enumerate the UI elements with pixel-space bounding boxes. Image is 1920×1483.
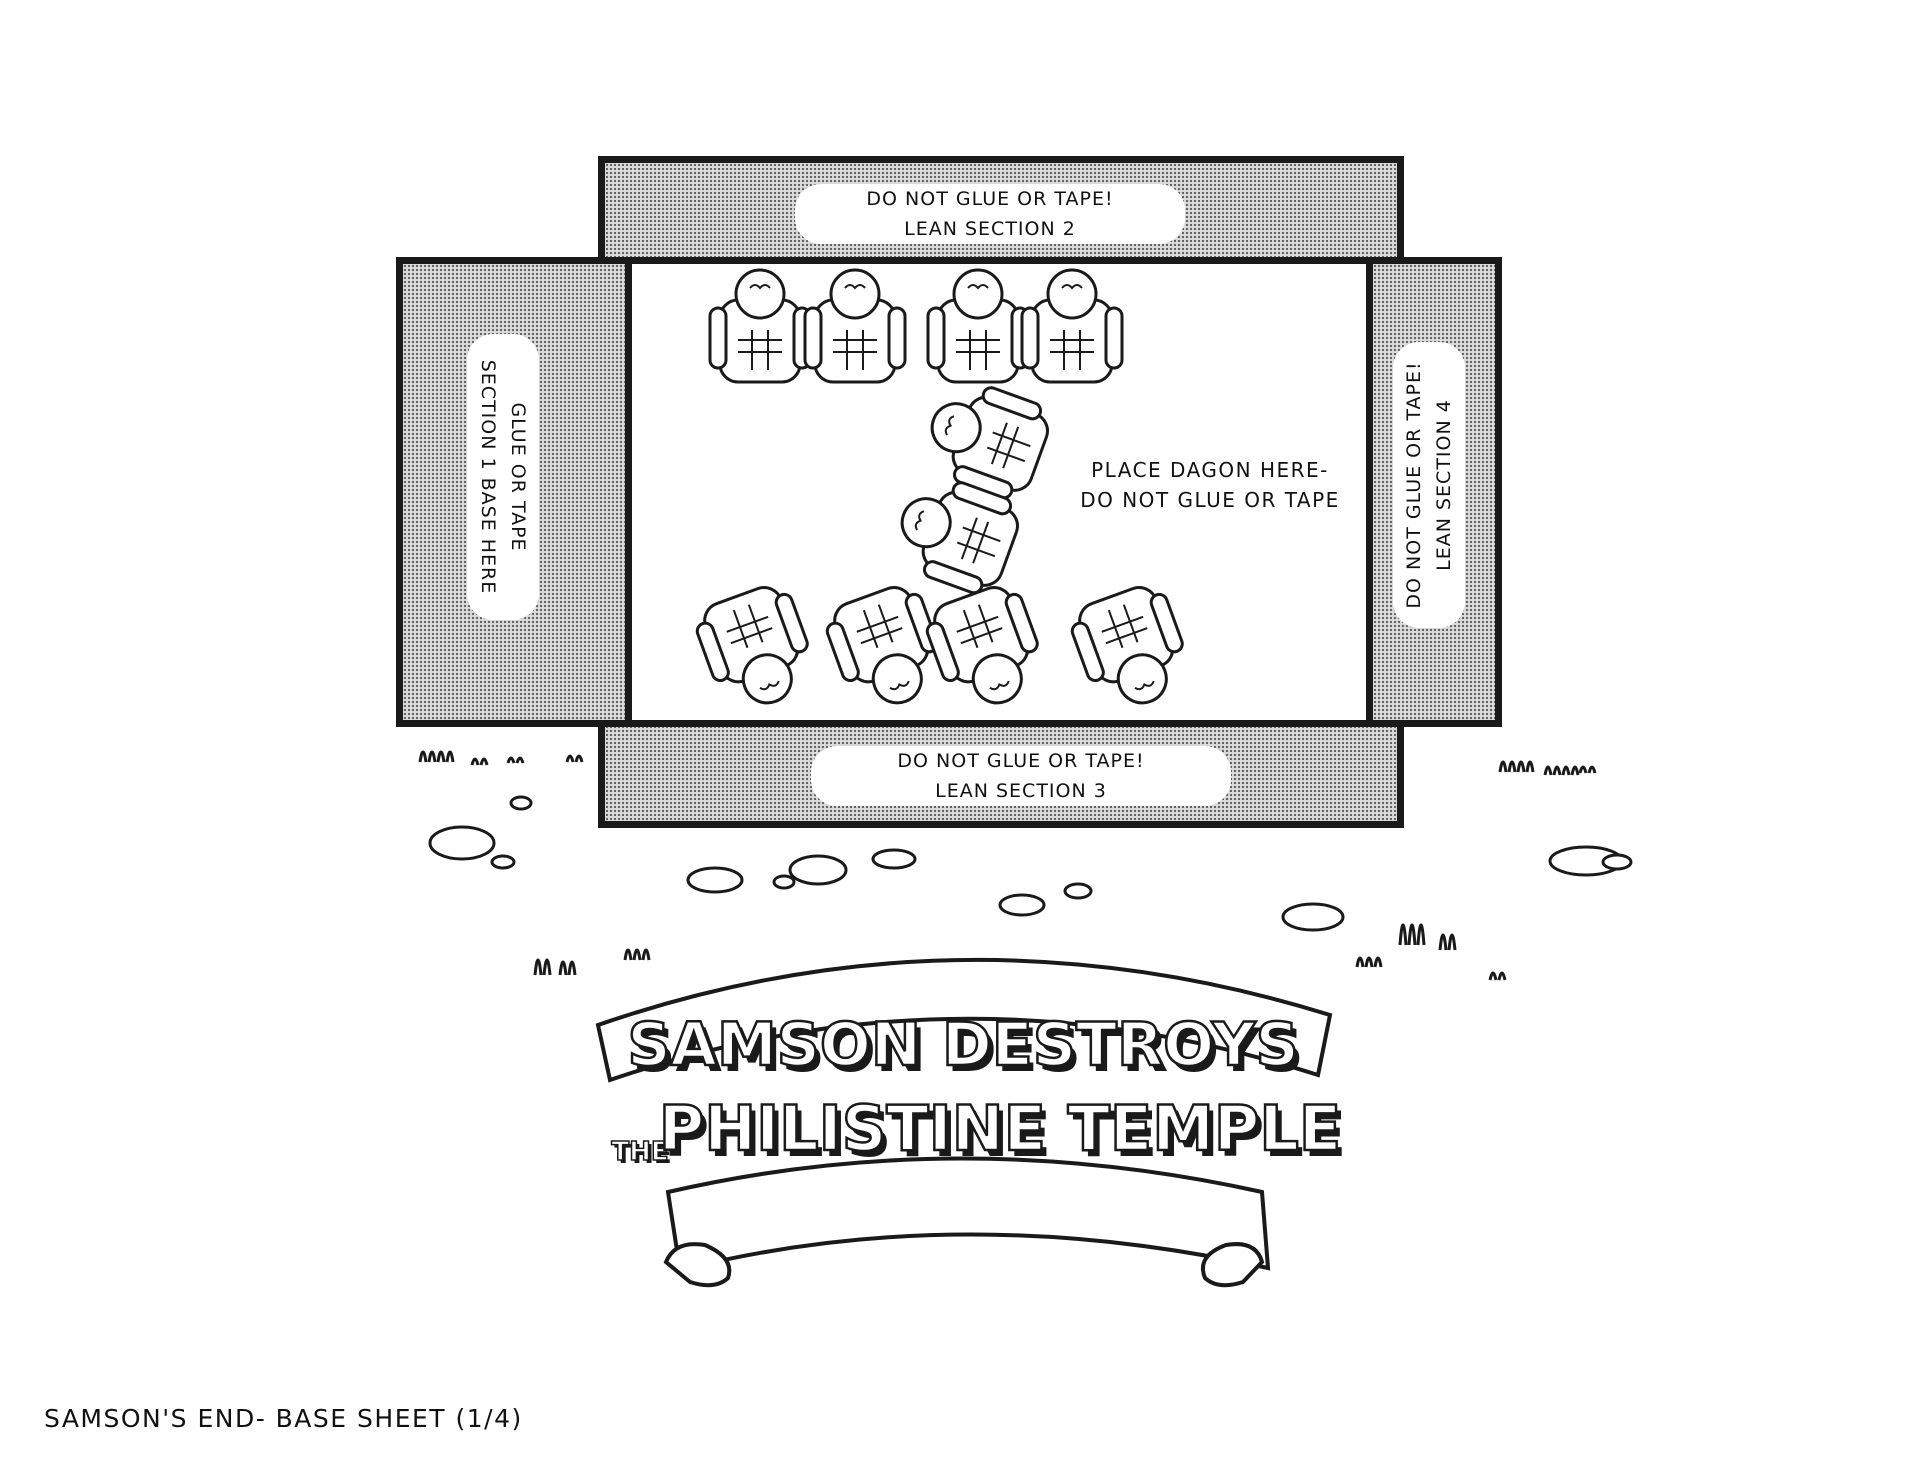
banner-line2: PHILISTINE TEMPLE (659, 1092, 1341, 1165)
right-flap: DO NOT GLUE OR TAPE! LEAN SECTION 4 (1366, 257, 1502, 727)
grass-tuft (623, 948, 651, 961)
banner-the: THE (611, 1137, 668, 1167)
worshipper-figure (708, 268, 812, 384)
stone (1601, 853, 1633, 871)
banner-right-curl (1200, 1242, 1265, 1288)
dagon-note-line1: PLACE DAGON HERE- (1091, 458, 1329, 482)
banner-line2-shadow: PHILISTINE TEMPLE (664, 1098, 1346, 1171)
dagon-placement-note: PLACE DAGON HERE- DO NOT GLUE OR TAPE (1060, 455, 1360, 515)
grass-tuft (470, 757, 489, 766)
grass-tuft (565, 754, 584, 763)
ground-decor (418, 750, 1633, 981)
grass-tuft (533, 958, 552, 976)
banner-left-curl (663, 1242, 732, 1288)
stone (772, 874, 796, 890)
worshipper-figure (926, 268, 1030, 384)
worshipper-figure (803, 268, 907, 384)
grass-tuft (1398, 923, 1426, 946)
worshipper-figure (930, 386, 1049, 500)
stone (998, 893, 1046, 917)
stone (871, 848, 917, 870)
stone (1063, 882, 1093, 900)
banner-lower-ribbon (665, 1156, 1271, 1273)
grass-tuft (1355, 956, 1383, 968)
grass-tuft (558, 960, 577, 976)
worshipper-figure (695, 586, 809, 705)
bottom-flap-label: DO NOT GLUE OR TAPE! LEAN SECTION 3 (811, 746, 1231, 806)
bottom-flap-line2: LEAN SECTION 3 (935, 780, 1107, 802)
banner-line1-shadow: SAMSON DESTROYS (632, 1016, 1303, 1086)
grass-tuft (1488, 971, 1507, 981)
dagon-note-line2: DO NOT GLUE OR TAPE (1080, 488, 1340, 512)
worshipper-figure (925, 586, 1039, 705)
top-flap-line2: LEAN SECTION 2 (904, 218, 1076, 240)
banner-the-shadow: THE (614, 1140, 671, 1170)
grass-tuft (1543, 765, 1580, 776)
grass-tuft (418, 750, 455, 763)
worshipper-figure (1070, 586, 1184, 705)
banner-line1: SAMSON DESTROYS (627, 1010, 1298, 1080)
grass-tuft (1438, 933, 1457, 951)
grass-tuft (506, 756, 525, 764)
bottom-flap-line1: DO NOT GLUE OR TAPE! (897, 750, 1145, 772)
bottom-flap: DO NOT GLUE OR TAPE! LEAN SECTION 3 (598, 718, 1404, 828)
stone (686, 866, 744, 894)
top-flap-line1: DO NOT GLUE OR TAPE! (866, 188, 1114, 210)
stone (1281, 902, 1345, 932)
top-flap-label: DO NOT GLUE OR TAPE! LEAN SECTION 2 (795, 184, 1185, 244)
stone (509, 795, 533, 811)
worshipper-figure (1020, 268, 1124, 384)
left-flap: GLUE OR TAPE SECTION 1 BASE HERE (396, 257, 636, 727)
stone (428, 825, 496, 861)
sheet-footer-label: SAMSON'S END- BASE SHEET (1/4) (44, 1404, 523, 1433)
banner-ribbon (595, 957, 1333, 1083)
grass-tuft (1498, 760, 1535, 773)
top-flap: DO NOT GLUE OR TAPE! LEAN SECTION 2 (598, 156, 1404, 266)
title-banner: SAMSON DESTROYS SAMSON DESTROYS THE THE … (595, 957, 1346, 1288)
stone (788, 854, 848, 886)
worshipper-figure (900, 481, 1019, 595)
figures (695, 268, 1184, 705)
grass-tuft (1578, 765, 1597, 774)
stone (490, 854, 516, 870)
